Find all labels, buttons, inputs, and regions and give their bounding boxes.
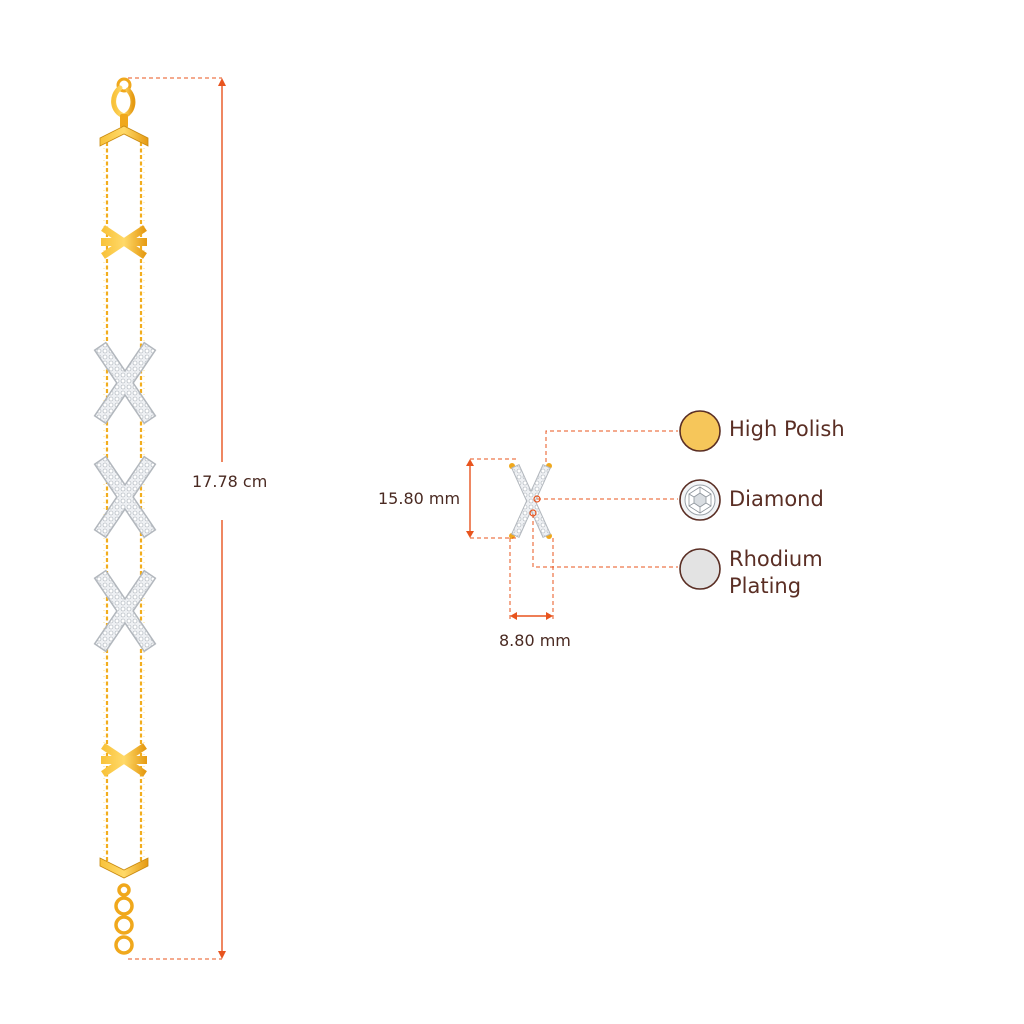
callout-anchor-rings — [529, 495, 541, 517]
extension-rings — [114, 883, 134, 955]
motif-height-label: 15.80 mm — [378, 489, 461, 508]
rhodium-swatch-icon — [679, 548, 721, 590]
bracelet-image — [93, 77, 157, 955]
diamond-x-link-2 — [93, 455, 157, 539]
top-v-bar — [99, 125, 149, 147]
callout-leaders — [532, 430, 678, 568]
gold-x-link-1 — [101, 225, 147, 259]
leader-high-polish — [545, 430, 678, 462]
bracelet-chain-beads — [103, 142, 145, 862]
leader-rhodium — [532, 514, 678, 568]
diamond-x-link-1 — [93, 341, 157, 425]
legend-label-high-polish: High Polish — [729, 417, 845, 441]
lobster-clasp — [111, 77, 136, 128]
legend-label-rhodium-plating: Rhodium Plating — [729, 547, 823, 598]
motif-detail-image — [509, 463, 552, 539]
bracelet-chains — [105, 142, 143, 862]
motif-width-measurement — [509, 538, 554, 621]
gold-x-link-2 — [101, 743, 147, 777]
diamond-x-link-3 — [93, 569, 157, 653]
bracelet-length-label: 17.78 cm — [192, 472, 268, 491]
bottom-v-bar — [99, 857, 149, 879]
length-measurement — [128, 77, 226, 960]
legend-label-diamond: Diamond — [729, 487, 824, 511]
diamond-swatch-icon — [679, 479, 721, 521]
high-polish-swatch-icon — [679, 410, 721, 452]
motif-height-measurement — [466, 458, 518, 539]
motif-width-label: 8.80 mm — [499, 631, 571, 650]
